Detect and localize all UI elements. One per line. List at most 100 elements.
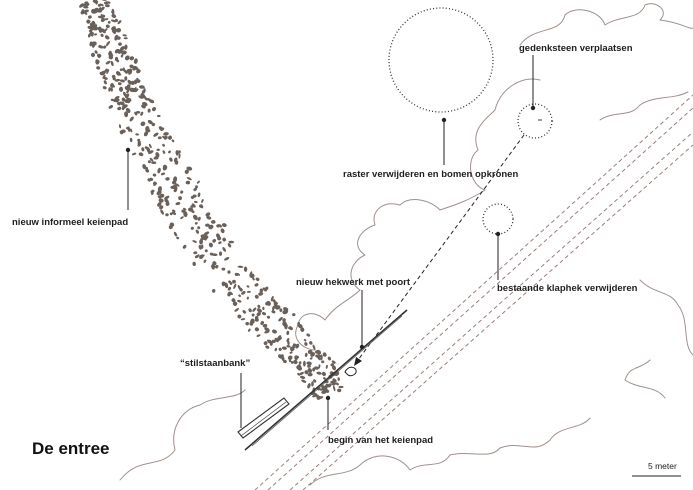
cobble-stone	[195, 229, 199, 234]
cobble-stone	[279, 308, 283, 312]
cobble-stone	[89, 22, 94, 29]
cobble-stone	[186, 166, 193, 171]
cobble-stone	[303, 338, 307, 342]
cobble-stone	[298, 361, 302, 365]
cobble-stone	[150, 189, 155, 194]
cobble-stone	[322, 353, 327, 357]
cobble-stone	[119, 46, 125, 51]
cobble-stone	[84, 1, 89, 6]
cobble-stone	[117, 82, 122, 86]
label-klaphek: bestaande klaphek verwijderen	[497, 283, 638, 294]
cobble-stone	[306, 361, 312, 366]
cobble-stone	[111, 28, 117, 34]
cobble-stone	[292, 313, 296, 317]
cobble-stone	[163, 132, 169, 136]
cobble-stone	[192, 261, 196, 266]
cobble-stone	[147, 160, 151, 164]
canopy-outline-top	[519, 3, 693, 46]
cobble-stone	[97, 15, 103, 19]
canopy-outline-bottom-left	[119, 389, 246, 481]
cobble-stone	[102, 74, 106, 79]
cobble-stone	[301, 379, 307, 383]
label-stilstaanbank: “stilstaanbank”	[180, 358, 251, 369]
cobble-stone	[227, 243, 232, 248]
cobble-stone	[130, 80, 135, 85]
cobble-stone	[200, 204, 203, 208]
cobble-stone	[116, 71, 121, 76]
cobble-stone	[195, 185, 198, 189]
cobble-stone	[136, 69, 141, 74]
cobble-stone	[272, 304, 278, 309]
cobble-stone	[262, 287, 268, 292]
cobble-stone	[124, 99, 129, 104]
cobble-stone	[265, 345, 270, 349]
cobble-stone	[232, 302, 237, 307]
cobble-stone	[105, 4, 110, 8]
cobble-stone	[191, 203, 196, 208]
cobble-stone	[182, 244, 187, 249]
cobble-stone	[233, 283, 237, 290]
cobble-stone	[166, 201, 170, 205]
cobble-stone	[220, 228, 225, 234]
cobble-stone	[131, 152, 137, 156]
cobble-stone	[147, 178, 152, 182]
cobble-stone	[97, 54, 101, 59]
cobble-stone	[100, 33, 104, 37]
cobble-stone	[171, 211, 177, 215]
cobble-stone	[312, 344, 316, 351]
cobble-stone	[137, 142, 142, 147]
cobble-stone	[141, 147, 145, 152]
cobble-stone	[299, 375, 306, 380]
rail-line-3	[289, 131, 693, 490]
cobble-stone	[245, 321, 249, 326]
cobble-stone	[157, 186, 162, 192]
cobble-stone	[241, 291, 246, 295]
cobble-stone	[216, 224, 221, 228]
cobble-stone	[157, 114, 161, 118]
cobble-stone	[125, 107, 131, 114]
canopy-outline-left	[295, 289, 361, 351]
cobble-stone	[141, 104, 146, 109]
cobble-stone	[243, 266, 248, 272]
cobble-stone	[321, 371, 326, 376]
cobble-stone	[211, 289, 216, 293]
cobble-stone	[142, 164, 147, 170]
cobble-stone	[316, 395, 321, 400]
cobble-stone	[108, 50, 112, 57]
cobble-stone	[205, 223, 210, 227]
move-arrow-line	[357, 134, 525, 361]
cobble-stone	[110, 98, 115, 102]
cobble-stone	[159, 205, 164, 210]
cobble-stone	[157, 136, 162, 140]
cobble-stone	[282, 322, 287, 327]
cobble-stone	[312, 367, 316, 372]
cobble-stone	[295, 343, 300, 349]
cobble-stone	[89, 31, 94, 37]
cobble-stone	[252, 307, 257, 312]
label-keienpad-nieuw: nieuw informeel keienpad	[12, 217, 129, 228]
cobble-stone	[167, 135, 173, 140]
cobble-stone	[156, 148, 160, 152]
cobble-stone	[151, 106, 157, 112]
cobble-stone	[151, 161, 157, 165]
cobble-stone	[274, 337, 279, 343]
cobble-stone	[100, 28, 106, 34]
cobble-stone	[129, 116, 134, 122]
cobble-stone	[114, 34, 119, 41]
cobble-stone	[180, 190, 184, 194]
cobble-stone	[204, 249, 208, 253]
fence-line-inner	[251, 315, 403, 447]
cobble-stone	[224, 257, 230, 261]
cobble-stone	[149, 157, 154, 162]
cobble-stone	[296, 363, 301, 369]
cobble-stone	[283, 307, 289, 312]
cobble-stone	[246, 296, 249, 300]
cobble-stone	[221, 223, 227, 228]
cobble-stone	[162, 150, 166, 154]
label-begin-keienpad: begin van het keienpad	[328, 435, 434, 446]
cobble-stone	[165, 213, 169, 217]
move-arrow-head	[354, 357, 362, 366]
cobble-stone	[237, 314, 242, 319]
cobble-stone	[124, 111, 129, 118]
cobble-stone	[119, 68, 123, 72]
